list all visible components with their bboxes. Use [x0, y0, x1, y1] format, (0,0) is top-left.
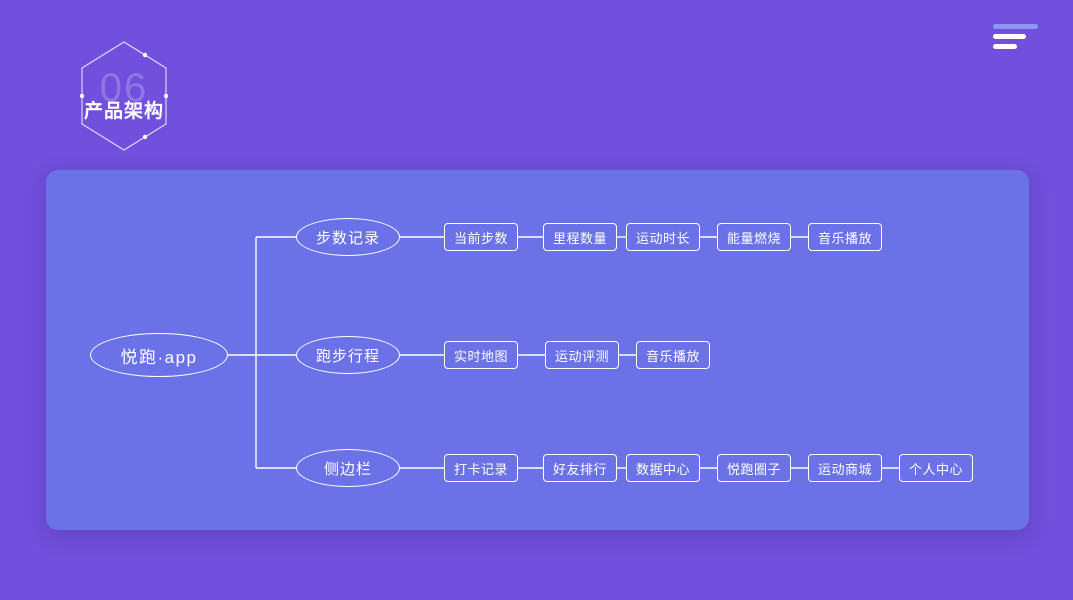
badge-title: 产品架构: [83, 101, 164, 122]
tree-leaf-box[interactable]: 音乐播放: [636, 341, 710, 369]
menu-bar-middle: [993, 34, 1026, 39]
tree-leaf-label: 运动时长: [635, 230, 690, 246]
tree-leaf-label: 个人中心: [908, 461, 963, 477]
tree-leaf-box[interactable]: 运动时长: [626, 223, 700, 251]
architecture-card: 悦跑·app 步数记录 跑步行程 侧边栏 当前步数 里程数量 运动时长 能量燃烧…: [46, 170, 1029, 530]
tree-branch-label: 步数记录: [315, 229, 380, 247]
tree-leaf-box[interactable]: 好友排行: [543, 454, 617, 482]
tree-branch-node[interactable]: 步数记录: [296, 218, 400, 256]
tree-root-label: 悦跑·app: [120, 347, 198, 367]
tree-leaf-box[interactable]: 里程数量: [543, 223, 617, 251]
tree-leaf-label: 悦跑圈子: [726, 461, 781, 477]
tree-leaf-label: 实时地图: [453, 348, 508, 364]
tree-leaf-box[interactable]: 音乐播放: [808, 223, 882, 251]
tree-connectors: [228, 236, 899, 469]
tree-branch-label: 跑步行程: [315, 347, 380, 365]
tree-branch-label: 侧边栏: [323, 460, 372, 478]
tree-leaf-label: 音乐播放: [817, 230, 872, 246]
tree-leaf-label: 里程数量: [552, 230, 607, 246]
tree-branch-node[interactable]: 跑步行程: [296, 336, 400, 374]
menu-bar-bottom: [993, 44, 1017, 49]
menu-bar-top: [993, 24, 1038, 29]
tree-leaf-label: 好友排行: [552, 461, 607, 477]
tree-leaf-label: 打卡记录: [453, 461, 508, 477]
tree-leaf-label: 运动评测: [554, 348, 609, 364]
tree-leaf-box[interactable]: 当前步数: [444, 223, 518, 251]
tree-leaf-label: 能量燃烧: [726, 230, 781, 246]
tree-leaf-label: 运动商城: [817, 461, 872, 477]
tree-leaf-box[interactable]: 数据中心: [626, 454, 700, 482]
tree-leaf-box[interactable]: 个人中心: [899, 454, 973, 482]
badge-number: 06: [99, 66, 149, 110]
tree-leaf-box[interactable]: 能量燃烧: [717, 223, 791, 251]
tree-branch-node[interactable]: 侧边栏: [296, 449, 400, 487]
tree-leaf-label: 音乐播放: [645, 348, 700, 364]
section-badge: 06 产品架构: [80, 40, 168, 152]
tree-leaf-label: 数据中心: [635, 461, 690, 477]
tree-leaf-box[interactable]: 悦跑圈子: [717, 454, 791, 482]
tree-leaf-box[interactable]: 运动评测: [545, 341, 619, 369]
tree-leaf-box[interactable]: 实时地图: [444, 341, 518, 369]
hexagon-outline-icon: [80, 41, 168, 151]
hamburger-menu-icon[interactable]: [993, 24, 1038, 54]
tree-leaf-box[interactable]: 打卡记录: [444, 454, 518, 482]
tree-leaf-box[interactable]: 运动商城: [808, 454, 882, 482]
tree-leaf-label: 当前步数: [453, 230, 508, 246]
tree-root-node[interactable]: 悦跑·app: [90, 333, 228, 377]
